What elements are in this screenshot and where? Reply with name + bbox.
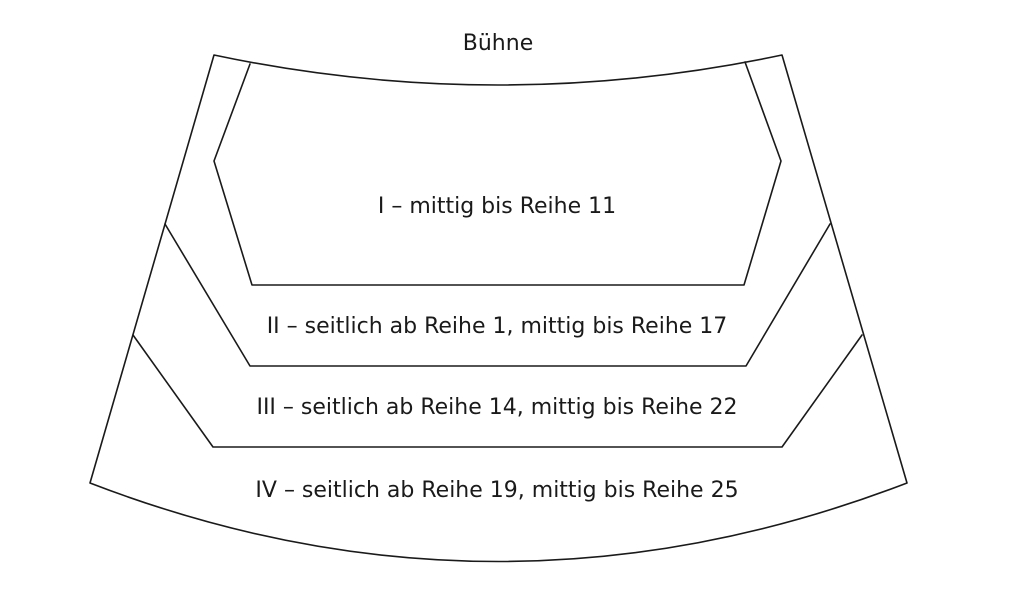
section-i-label: I – mittig bis Reihe 11 bbox=[378, 194, 616, 219]
auditorium-outline bbox=[89, 54, 908, 563]
section-iii-label: III – seitlich ab Reihe 14, mittig bis R… bbox=[256, 395, 737, 420]
stage-label: Bühne bbox=[463, 31, 533, 56]
section-ii-label: II – seitlich ab Reihe 1, mittig bis Rei… bbox=[267, 314, 728, 339]
section-iv-label: IV – seitlich ab Reihe 19, mittig bis Re… bbox=[255, 478, 738, 503]
section-i-outline bbox=[213, 61, 782, 286]
section-ii-outline bbox=[164, 223, 831, 367]
section-iii-outline bbox=[132, 334, 863, 448]
